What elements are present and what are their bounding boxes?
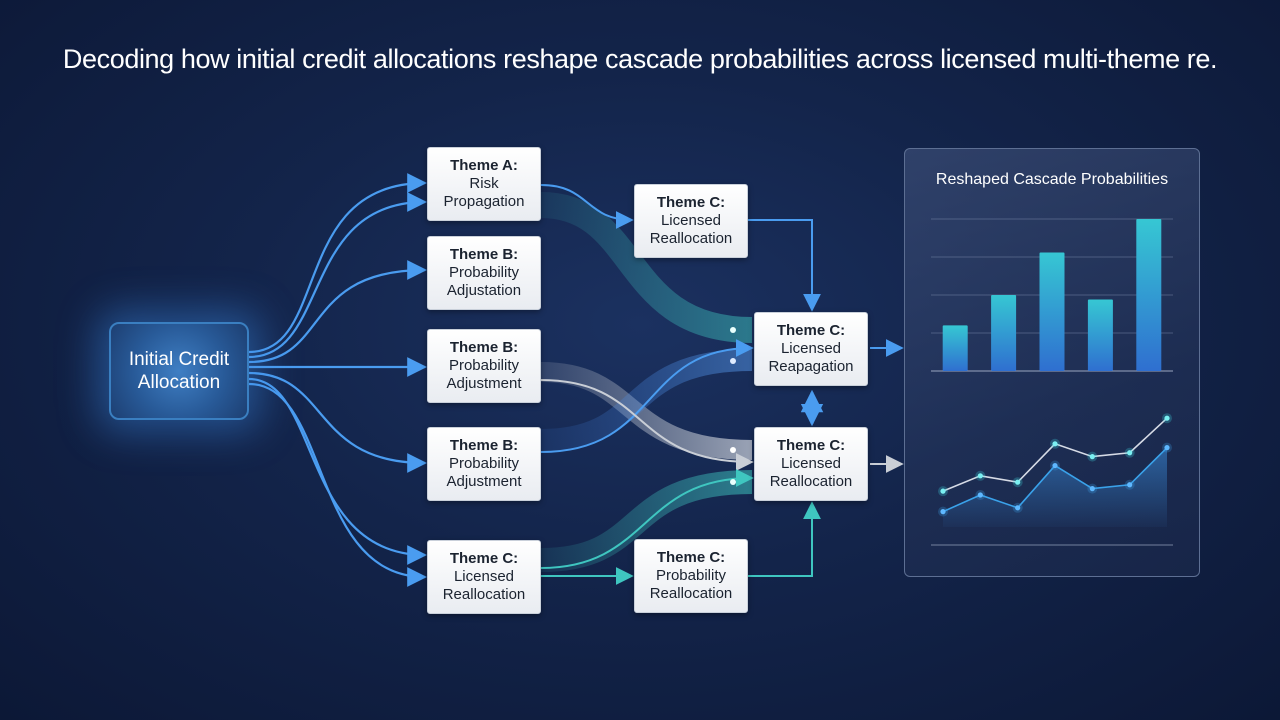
- node-label-line1: Licensed: [780, 455, 842, 472]
- line-point: [1015, 505, 1021, 511]
- line-point: [977, 473, 983, 479]
- node-theme-b-probability-adjustment-1[interactable]: Theme B: Probability Adjustment: [427, 329, 541, 403]
- node-label-line1: Licensed: [660, 212, 722, 229]
- node-title: Theme B:: [449, 339, 519, 356]
- line-point: [1127, 482, 1133, 488]
- node-title: Theme C:: [656, 549, 726, 566]
- results-charts: [931, 218, 1173, 546]
- connector-a1-to-c1: [540, 184, 634, 229]
- node-theme-c-licensed-reallocation-right[interactable]: Theme C: Licensed Reallocation: [754, 427, 868, 501]
- line-point: [1089, 486, 1095, 492]
- node-theme-b-probability-adjustment-2[interactable]: Theme B: Probability Adjustment: [427, 427, 541, 501]
- node-label-line2: Reallocation: [649, 585, 733, 602]
- node-label-line1: Risk: [469, 175, 499, 192]
- node-title: Theme A:: [450, 157, 518, 174]
- connector-source-a1a: [248, 173, 427, 354]
- node-label-line2: Reallocation: [649, 230, 733, 247]
- node-title: Theme C:: [776, 437, 846, 454]
- results-panel: Reshaped Cascade Probabilities: [904, 148, 1200, 577]
- line-point: [940, 509, 946, 515]
- line-point: [1089, 454, 1095, 460]
- page-title: Decoding how initial credit allocations …: [62, 44, 1218, 74]
- node-title: Theme C:: [776, 322, 846, 339]
- node-label-line1: Probability: [448, 264, 520, 281]
- line-point: [1127, 450, 1133, 456]
- node-theme-c-licensed-reallocation-left[interactable]: Theme C: Licensed Reallocation: [427, 540, 541, 614]
- connector-source-c1a: [248, 377, 427, 565]
- line-point: [1052, 441, 1058, 447]
- node-theme-b-probability-adjustation[interactable]: Theme B: Probability Adjustation: [427, 236, 541, 310]
- source-label-line2: Allocation: [137, 372, 221, 393]
- ribbon-c-to-reallocation: [540, 470, 753, 572]
- node-label-line2: Adjustation: [446, 282, 522, 299]
- line-point: [977, 492, 983, 498]
- node-theme-c-licensed-reapagation[interactable]: Theme C: Licensed Reapagation: [754, 312, 868, 386]
- node-theme-c-probability-reallocation[interactable]: Theme C: Probability Reallocation: [634, 539, 748, 613]
- connector-source-a1b: [248, 192, 427, 359]
- node-label-line2: Propagation: [443, 193, 525, 210]
- node-label-line2: Reapagation: [768, 358, 854, 375]
- node-label-line1: Licensed: [453, 568, 515, 585]
- line-area-fill: [943, 447, 1167, 527]
- bar-1: [942, 325, 968, 371]
- node-title: Theme B:: [449, 437, 519, 454]
- connector-source-c1b: [248, 382, 427, 587]
- bar-4: [1087, 299, 1113, 371]
- line-point: [1164, 415, 1170, 421]
- line-point: [1052, 462, 1058, 469]
- connector-source-b3: [248, 371, 427, 473]
- node-title: Theme C:: [449, 550, 519, 567]
- node-label-line2: Reallocation: [769, 473, 853, 490]
- source-label-line1: Initial Credit: [128, 349, 230, 370]
- connector-source-b1: [248, 260, 427, 364]
- node-label-line1: Licensed: [780, 340, 842, 357]
- initial-credit-allocation-node[interactable]: Initial Credit Allocation: [109, 322, 249, 420]
- connector-b2-to-r2: [540, 379, 754, 471]
- node-title: Theme C:: [656, 194, 726, 211]
- node-theme-c-licensed-reallocation-mid[interactable]: Theme C: Licensed Reallocation: [634, 184, 748, 258]
- bar-2: [991, 295, 1017, 371]
- bar-3: [1039, 252, 1065, 371]
- connector-b3-to-r1: [540, 339, 754, 453]
- connector-m2-to-r2: [748, 501, 821, 577]
- bar-5: [1136, 219, 1162, 371]
- ribbon-a-to-reapagation: [540, 192, 753, 343]
- node-theme-a-risk-propagation[interactable]: Theme A: Risk Propagation: [427, 147, 541, 221]
- node-label-line1: Probability: [448, 357, 520, 374]
- panel-title: Reshaped Cascade Probabilities: [935, 171, 1169, 188]
- node-label-line1: Probability: [655, 567, 727, 584]
- line-point: [1015, 479, 1021, 485]
- connector-c1-to-r1: [748, 219, 821, 312]
- line-point: [940, 488, 946, 494]
- ribbon-b3-to-reapagation: [540, 349, 753, 451]
- connector-c-to-r2: [540, 469, 754, 569]
- node-label-line2: Adjustment: [446, 473, 522, 490]
- node-label-line1: Probability: [448, 455, 520, 472]
- line-point: [1164, 445, 1170, 451]
- node-title: Theme B:: [449, 246, 519, 263]
- node-label-line2: Reallocation: [442, 586, 526, 603]
- node-label-line2: Adjustment: [446, 375, 522, 392]
